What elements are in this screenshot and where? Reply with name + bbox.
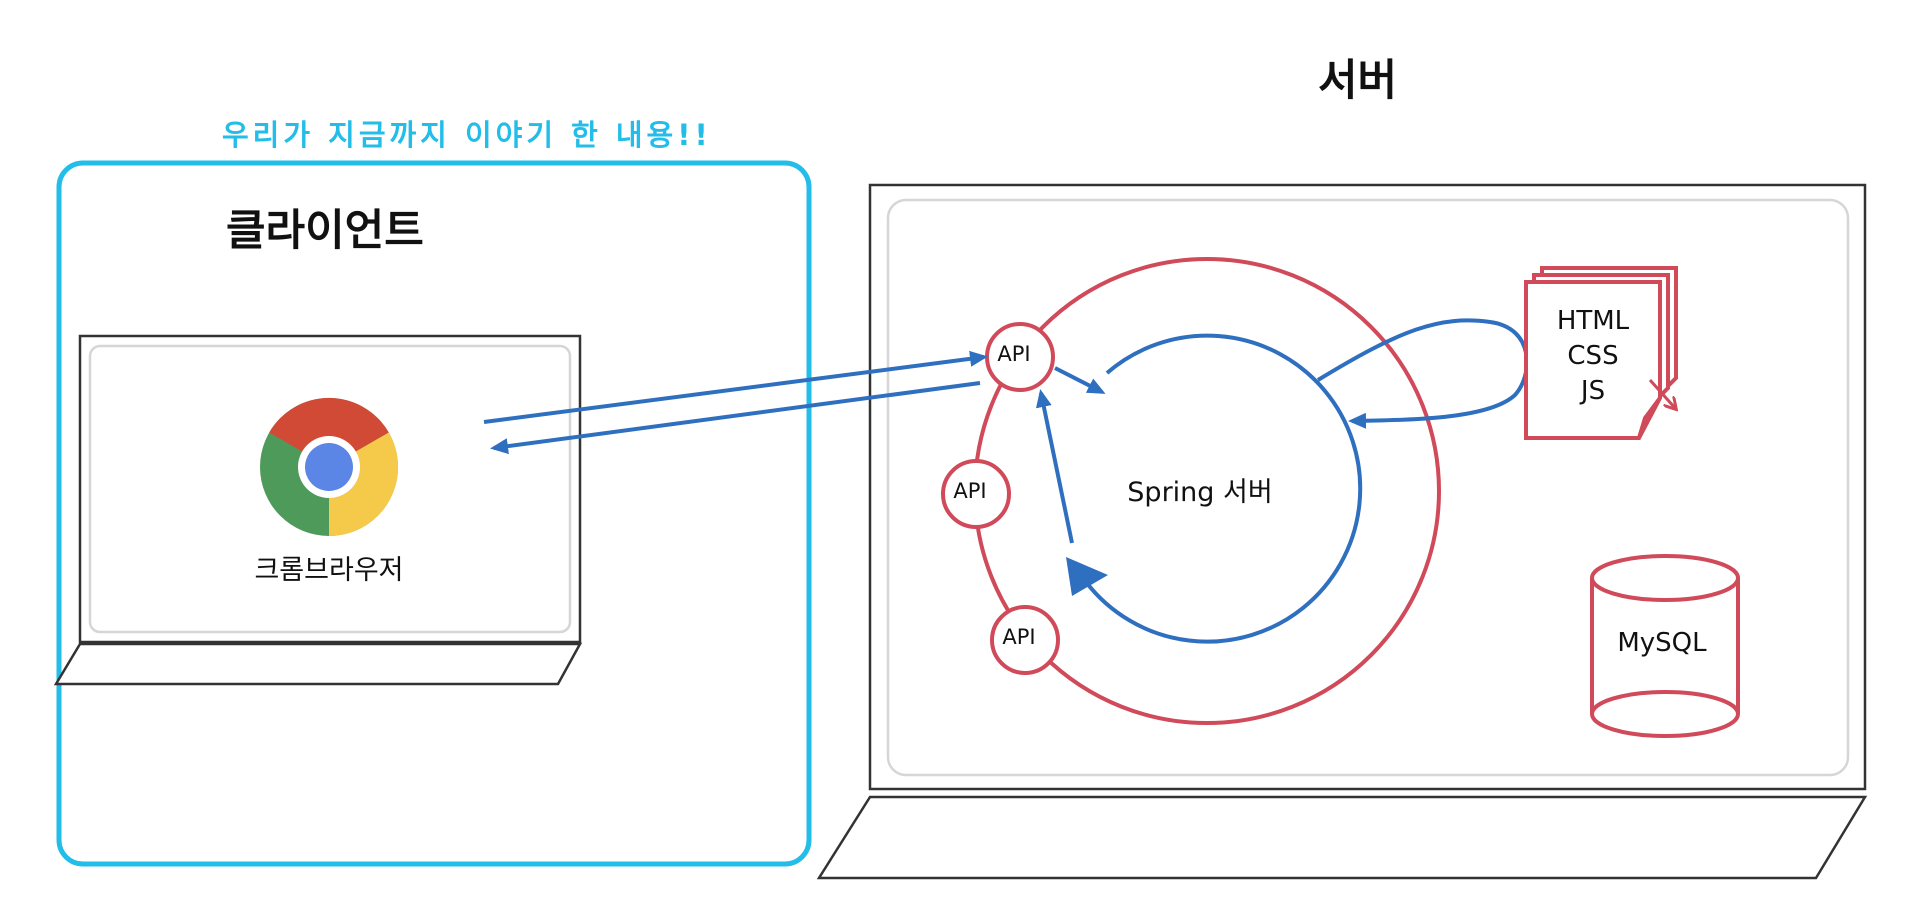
cycle-arrowhead xyxy=(1066,557,1108,596)
static-files-document xyxy=(1524,266,1676,440)
api-label: API xyxy=(997,342,1031,366)
cycle-to-api-arrow xyxy=(1035,389,1074,544)
request-arrow xyxy=(483,350,988,424)
mysql-database-icon xyxy=(1590,554,1740,738)
response-arrow xyxy=(490,381,981,455)
client-laptop-base xyxy=(53,642,583,686)
client-title: 클라이언트 xyxy=(226,206,424,256)
client-laptop xyxy=(53,334,583,686)
api-node-3[interactable] xyxy=(990,605,1060,675)
api-label: API xyxy=(953,479,987,503)
api-label: API xyxy=(1002,625,1036,649)
highlight-note: 우리가 지금까지 이야기 한 내용!! xyxy=(222,118,712,152)
client-laptop-screen xyxy=(78,334,582,644)
static-file-css-label: CSS xyxy=(1567,341,1619,371)
server-laptop xyxy=(816,183,1868,880)
browser-label: 크롬브라우저 xyxy=(254,555,404,586)
spring-inner-cycle xyxy=(1084,333,1363,644)
chrome-icon xyxy=(260,397,399,536)
mysql-label: MySQL xyxy=(1617,628,1707,658)
server-laptop-panel xyxy=(886,198,1850,777)
client-highlight-box xyxy=(56,160,812,867)
static-file-js-label: JS xyxy=(1580,376,1606,406)
client-laptop-panel xyxy=(88,344,572,634)
static-file-html-label: HTML xyxy=(1556,306,1630,336)
api-to-spring-arrow xyxy=(1054,366,1106,394)
api-node-2[interactable] xyxy=(941,459,1011,529)
server-title: 서버 xyxy=(1318,56,1398,106)
spring-server-label: Spring 서버 xyxy=(1127,477,1273,508)
server-laptop-base xyxy=(816,795,1868,880)
